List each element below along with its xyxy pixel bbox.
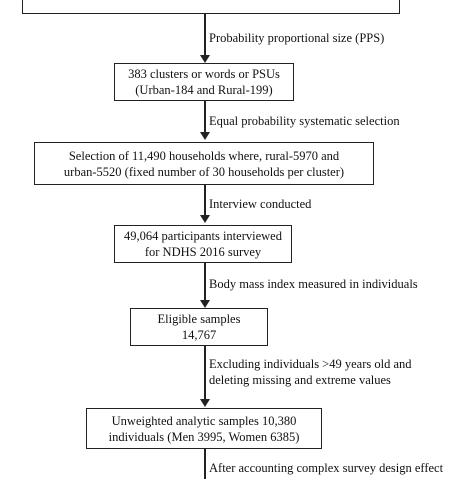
connector-6	[204, 449, 206, 479]
analytic-line-1: Unweighted analytic samples 10,380	[111, 413, 297, 428]
top-box	[22, 0, 400, 14]
analytic-samples-box: Unweighted analytic samples 10,380 indiv…	[86, 408, 322, 449]
connector-5	[204, 346, 206, 402]
connector-4	[204, 263, 206, 303]
exclusion-line-2: deleting missing and extreme values	[209, 373, 391, 387]
connector-1	[204, 14, 206, 58]
arrowhead-4	[200, 300, 210, 308]
bmi-label: Body mass index measured in individuals	[209, 277, 418, 291]
exclusion-label: Excluding individuals >49 years old and …	[209, 356, 412, 388]
arrowhead-2	[200, 132, 210, 140]
equal-probability-label: Equal probability systematic selection	[209, 114, 400, 128]
households-line-2: urban-5520 (fixed number of 30 household…	[63, 164, 345, 179]
interview-label: Interview conducted	[209, 197, 312, 211]
clusters-line-1: 383 clusters or words or PSUs	[128, 67, 280, 81]
participants-box: 49,064 participants interviewed for NDHS…	[114, 225, 292, 263]
pps-label: Probability proportional size (PPS)	[209, 31, 385, 45]
arrowhead-5	[200, 399, 210, 407]
connector-3	[204, 185, 206, 218]
eligible-line-1: Eligible samples	[157, 312, 241, 326]
participants-line-2: for NDHS 2016 survey	[144, 245, 262, 259]
clusters-box: 383 clusters or words or PSUs (Urban-184…	[114, 63, 294, 101]
clusters-line-2: (Urban-184 and Rural-199)	[135, 83, 273, 97]
exclusion-line-1: Excluding individuals >49 years old and	[209, 357, 412, 371]
eligible-box: Eligible samples 14,767	[130, 308, 268, 346]
arrowhead-3	[200, 215, 210, 223]
after-accounting-label: After accounting complex survey design e…	[209, 461, 444, 475]
eligible-line-2: 14,767	[181, 328, 217, 342]
arrowhead-1	[200, 55, 210, 63]
households-box: Selection of 11,490 households where, ru…	[34, 142, 374, 185]
households-line-1: Selection of 11,490 households where, ru…	[68, 148, 340, 163]
participants-line-1: 49,064 participants interviewed	[124, 229, 282, 243]
analytic-line-2: individuals (Men 3995, Women 6385)	[108, 429, 300, 444]
connector-2	[204, 101, 206, 135]
